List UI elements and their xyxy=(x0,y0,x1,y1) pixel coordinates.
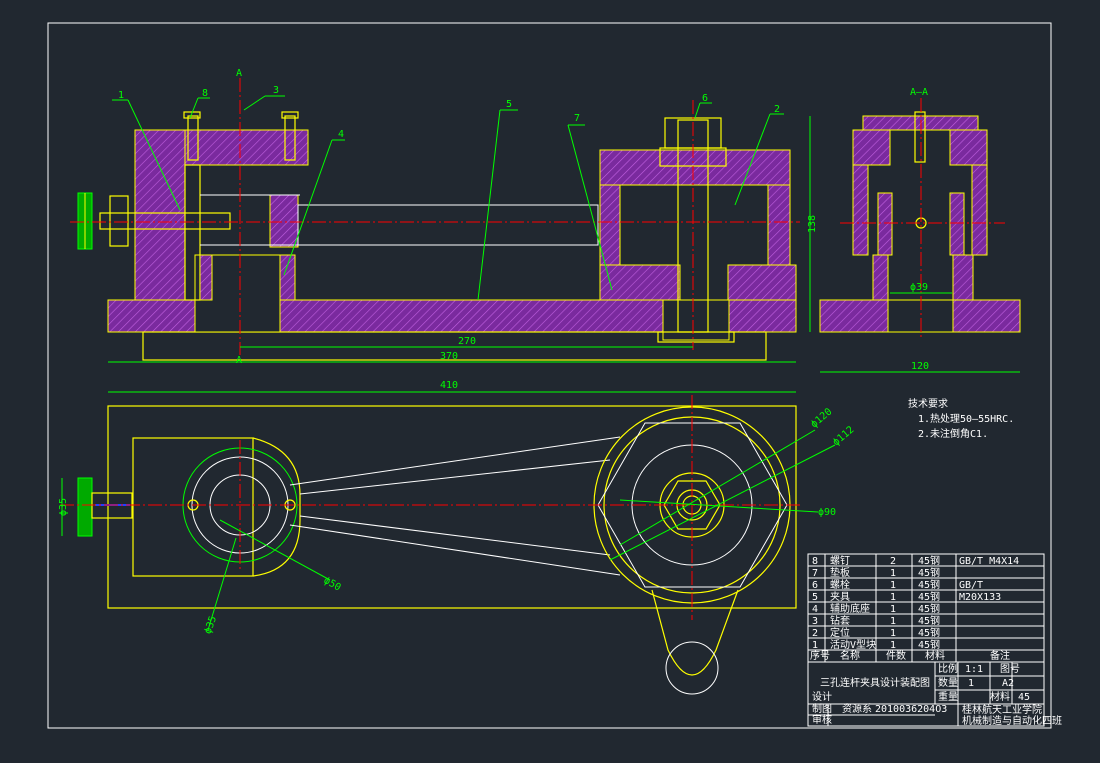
bom-cell-no: 6 xyxy=(812,580,818,591)
material-label: 材料 xyxy=(990,690,1010,703)
front-view xyxy=(70,78,800,361)
bom-cell-no: 7 xyxy=(812,568,818,579)
bom-cell-qty: 1 xyxy=(890,604,896,615)
workpiece-rod xyxy=(297,204,599,246)
bom-cell-material: 45钢 xyxy=(918,578,940,591)
dim-phi35-bottom: ϕ35 xyxy=(203,615,220,636)
bom-cell-qty: 1 xyxy=(890,568,896,579)
section-a-top: A xyxy=(236,68,242,79)
dim-270: 270 xyxy=(458,336,476,347)
weight-label: 重量 xyxy=(938,690,958,703)
balloon-6: 6 xyxy=(702,93,708,104)
balloon-5: 5 xyxy=(506,99,512,110)
student-id: 2010036204O3 xyxy=(875,704,947,715)
size-value: A2 xyxy=(1002,678,1014,689)
bom-cell-material: 45钢 xyxy=(918,638,940,651)
scale-value: 1:1 xyxy=(965,664,983,675)
balloon-3: 3 xyxy=(273,85,279,96)
balloon-7: 7 xyxy=(574,113,580,124)
bom-cell-note: M20X133 xyxy=(959,592,1001,603)
bom-cell-material: 45钢 xyxy=(918,602,940,615)
bom-header-material: 材料 xyxy=(925,649,945,662)
tech-item-1: 1.热处理50—55HRC. xyxy=(918,412,1014,425)
bom-header-note: 备注 xyxy=(990,649,1010,662)
section-a-bottom: A xyxy=(236,355,242,366)
bom-cell-no: 8 xyxy=(812,556,818,567)
bom-cell-name: 螺栓 xyxy=(830,578,850,591)
balloon-2: 2 xyxy=(774,104,780,115)
bom-table xyxy=(807,553,1045,727)
balloon-8: 8 xyxy=(202,88,208,99)
dim-138: 138 xyxy=(807,215,818,233)
qty-label: 数量 xyxy=(938,676,958,689)
bom-cell-no: 5 xyxy=(812,592,818,603)
bom-cell-note: GB/T M4X14 xyxy=(959,556,1019,567)
bom-cell-name: 钻套 xyxy=(830,614,850,627)
balloon-leaders: 1 8 3 4 5 6 7 2 xyxy=(112,85,784,301)
bom-rows: 8 螺钉 2 45钢 GB/T M4X14 7 垫板 1 45钢 6 螺栓 1 45钢 GB/T 5 夹具 1 4… xyxy=(812,554,1019,651)
student-label: 资源系 xyxy=(842,702,872,715)
qty-value: 1 xyxy=(968,678,974,689)
balloon-4: 4 xyxy=(338,129,344,140)
school-name: 桂林航天工业学院 xyxy=(962,703,1042,716)
dept-name: 机械制造与自动化四班 xyxy=(962,714,1062,727)
bom-cell-name: 夹具 xyxy=(830,590,850,603)
bom-cell-qty: 1 xyxy=(890,628,896,639)
dim-phi39: ϕ39 xyxy=(910,282,928,293)
bom-cell-name: 定位 xyxy=(830,626,850,639)
bom-cell-note: GB/T xyxy=(959,580,983,591)
drawing-title: 三孔连杆夹具设计装配图 xyxy=(820,676,930,689)
bom-header-qty: 件数 xyxy=(886,649,906,662)
drawing-no-label: 图号 xyxy=(1000,663,1020,675)
bom-cell-no: 1 xyxy=(812,640,818,651)
bom-cell-qty: 1 xyxy=(890,592,896,603)
bom-header-no: 序号 xyxy=(810,649,830,662)
material-value: 45 xyxy=(1018,692,1030,703)
bom-cell-material: 45钢 xyxy=(918,614,940,627)
top-view xyxy=(60,395,800,695)
dim-phi120: ϕ120 xyxy=(809,406,835,430)
bom-cell-qty: 1 xyxy=(890,640,896,651)
bom-cell-material: 45钢 xyxy=(918,626,940,639)
bom-cell-no: 4 xyxy=(812,604,818,615)
scale-label: 比例 xyxy=(938,662,958,675)
drawing-frame xyxy=(47,22,1052,729)
bom-cell-no: 2 xyxy=(812,628,818,639)
bom-cell-material: 45钢 xyxy=(918,590,940,603)
bom-cell-material: 45钢 xyxy=(918,566,940,579)
dim-370: 370 xyxy=(440,351,458,362)
balloon-1: 1 xyxy=(118,90,124,101)
dim-phi50: ϕ50 xyxy=(322,575,343,594)
left-bracket xyxy=(134,129,186,301)
dim-phi112: ϕ112 xyxy=(831,424,857,448)
bom-cell-qty: 1 xyxy=(890,580,896,591)
dim-120: 120 xyxy=(911,361,929,372)
bom-header-name: 名称 xyxy=(840,649,860,662)
dim-phi90: ϕ90 xyxy=(818,507,836,518)
design-label: 设计 xyxy=(812,690,832,703)
bom-cell-name: 垫板 xyxy=(830,566,850,579)
bom-cell-qty: 1 xyxy=(890,616,896,627)
dim-phi35-left: ϕ35 xyxy=(58,498,69,516)
section-title: A—A xyxy=(910,87,928,98)
bom-cell-material: 45钢 xyxy=(918,554,940,567)
tech-item-2: 2.未注倒角C1. xyxy=(918,427,988,440)
bom-cell-qty: 2 xyxy=(890,556,896,567)
bom-cell-no: 3 xyxy=(812,616,818,627)
bom-cell-name: 活动V型块 xyxy=(830,638,876,651)
bom-cell-name: 辅助底座 xyxy=(830,602,870,615)
right-block xyxy=(599,149,791,186)
bom-cell-name: 螺钉 xyxy=(830,555,850,567)
check-label: 审核 xyxy=(812,713,832,726)
dim-410: 410 xyxy=(440,380,458,391)
tech-title: 技术要求 xyxy=(908,397,948,410)
side-view xyxy=(819,98,1021,340)
draw-label: 制图 xyxy=(812,702,832,715)
